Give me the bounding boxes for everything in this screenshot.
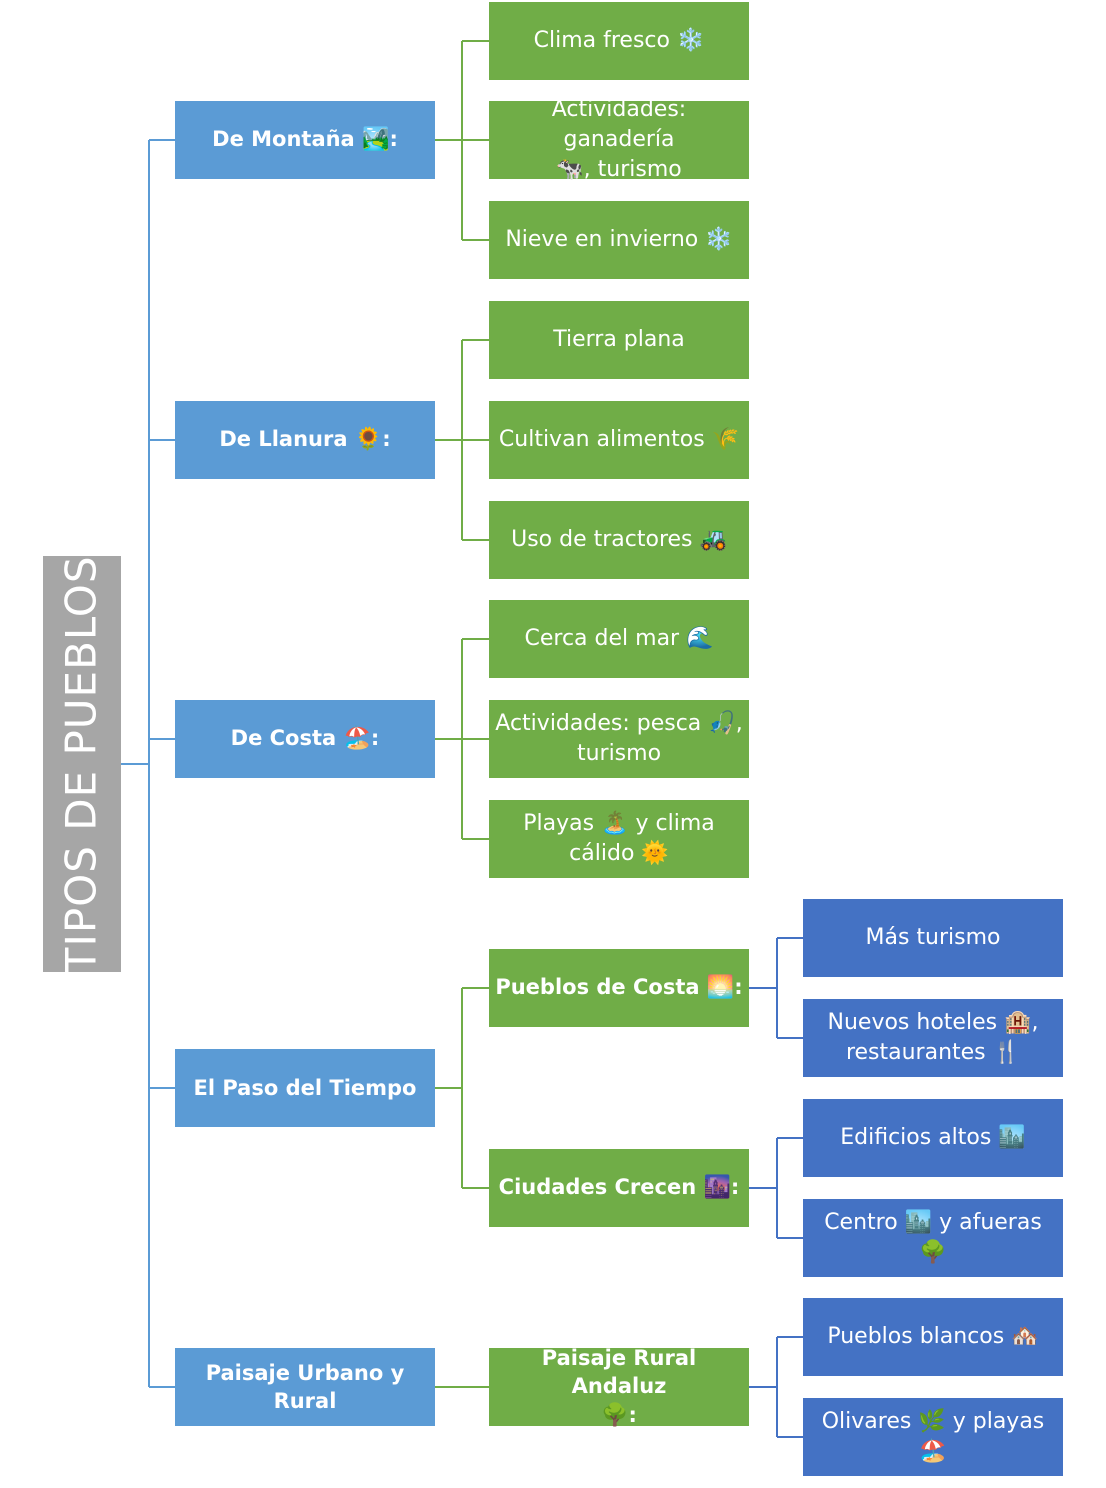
node-suffix: : [370,726,380,751]
node-ciudades-crecen: Ciudades Crecen 🌆: [489,1149,749,1227]
node-paisaje-rural-andaluz: Paisaje Rural Andaluz 🌳: [489,1345,749,1428]
beach-icon: 🏖️ [919,1439,947,1464]
node-suffix: : [628,1402,637,1427]
sunflower-icon: 🌻 [354,427,383,453]
node-pueblos-de-costa: Pueblos de Costa 🌅: [489,949,749,1027]
node-el-paso-del-tiempo: El Paso del Tiempo [175,1049,435,1127]
leaf-text: Edificios altos [840,1125,992,1151]
snowflake-icon: ❄️ [705,227,733,253]
tree-icon: 🌳 [601,1402,629,1428]
leaf-nieve-invierno: Nieve en invierno ❄️ [489,201,749,279]
leaf-tail: , restaurantes [845,1010,1039,1065]
node-title: De Montaña [212,127,355,152]
tractor-icon: 🚜 [699,527,727,553]
leaf-text: Cerca del mar [524,626,680,652]
node-title: De Costa [230,726,337,751]
node-suffix: : [382,427,391,452]
node-suffix: : [389,127,398,152]
hotel-icon: 🏨 [1004,1010,1032,1036]
node-title: Ciudades Crecen [498,1175,697,1200]
beach-icon: 🏖️ [343,726,371,752]
leaf-mas-turismo: Más turismo [803,899,1063,977]
snowflake-icon: ❄️ [676,28,705,54]
wave-icon: 🌊 [686,626,714,652]
city-dusk-icon: 🌆 [703,1175,731,1201]
leaf-olivares-playas: Olivares 🌿 y playas🏖️ [803,1398,1063,1476]
cityscape-icon: 🏙️ [998,1125,1026,1151]
leaf-actividades-ganaderia: Actividades: ganadería 🐄, turismo [489,97,749,182]
leaf-text: Cultivan alimentos [498,427,705,453]
leaf-text: Tierra plana [553,327,685,353]
leaf-text2: y afueras [939,1210,1042,1236]
node-title: Paisaje Rural Andaluz [541,1345,697,1399]
node-title: Paisaje Urbano y Rural [205,1360,405,1413]
root-title: TIPOS DE PUEBLOS [56,555,106,973]
leaf-text: Olivares [821,1409,912,1435]
tree-icon: 🌳 [919,1240,947,1265]
leaf-tail: , turismo [576,711,743,766]
leaf-text: Nieve en invierno [505,227,699,253]
leaf-clima-fresco: Clima fresco ❄️ [489,2,749,80]
cityscape-icon: 🏙️ [904,1210,933,1236]
node-paisaje-urbano-rural: Paisaje Urbano y Rural [175,1348,435,1426]
leaf-cerca-del-mar: Cerca del mar 🌊 [489,600,749,678]
leaf-text: Actividades: ganadería [551,97,687,153]
root-node: TIPOS DE PUEBLOS [43,555,121,973]
cow-icon: 🐄 [556,156,584,182]
node-de-montana: De Montaña 🏞️: [175,101,435,179]
node-suffix: : [730,1175,740,1200]
leaf-text: Actividades: pesca [495,711,702,737]
leaf-text2: y playas [952,1409,1045,1435]
leaf-pueblos-blancos: Pueblos blancos 🏘️ [803,1298,1063,1376]
node-title: El Paso del Tiempo [193,1075,417,1100]
leaf-text: Más turismo [865,925,1001,951]
palm-island-icon: 🏝️ [601,811,629,837]
fishing-icon: 🎣 [708,711,736,737]
leaf-cultivan-alimentos: Cultivan alimentos 🌾 [489,401,749,479]
leaf-text: Pueblos blancos [827,1324,1005,1350]
leaf-tierra-plana: Tierra plana [489,301,749,379]
node-suffix: : [734,975,743,1000]
leaf-tail: , turismo [583,156,682,182]
leaf-centro-afueras: Centro 🏙️ y afueras 🌳 [803,1199,1063,1277]
sun-icon: 🌞 [641,841,669,866]
leaf-uso-tractores: Uso de tractores 🚜 [489,501,749,579]
node-de-llanura: De Llanura 🌻: [175,401,435,479]
sunrise-icon: 🌅 [706,975,735,1001]
node-title: Pueblos de Costa [495,975,700,1000]
leaf-nuevos-hoteles: Nuevos hoteles 🏨, restaurantes 🍴 [803,999,1063,1077]
leaf-text: Uso de tractores [511,527,693,553]
mountain-icon: 🏞️ [362,127,390,153]
leaf-text: Playas [523,811,595,837]
node-de-costa: De Costa 🏖️: [175,700,435,778]
fork-knife-icon: 🍴 [992,1040,1021,1065]
leaf-actividades-pesca: Actividades: pesca 🎣, turismo [489,700,749,778]
leaf-playas-clima: Playas 🏝️ y clima cálido 🌞 [489,800,749,878]
node-title: De Llanura [219,427,348,452]
leaf-text: Clima fresco [533,28,670,54]
wheat-icon: 🌾 [711,427,740,453]
leaf-edificios-altos: Edificios altos 🏙️ [803,1099,1063,1177]
houses-icon: 🏘️ [1011,1324,1039,1350]
leaf-text: Centro [824,1210,898,1236]
leaf-text2: y clima cálido [569,811,715,866]
leaf-text: Nuevos hoteles [827,1010,998,1036]
herb-icon: 🌿 [918,1409,946,1435]
